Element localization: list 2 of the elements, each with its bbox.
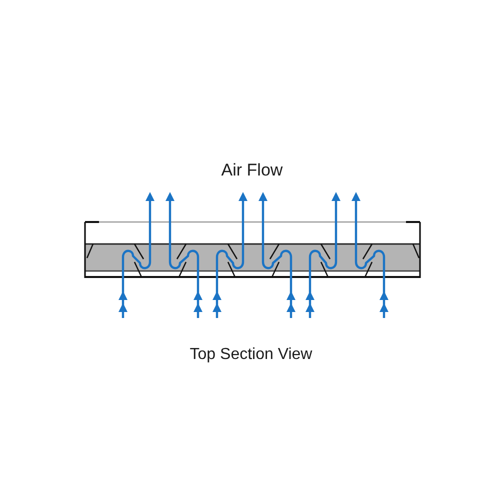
flow-label: Air Flow (221, 162, 283, 180)
caption: Top Section View (190, 346, 312, 364)
